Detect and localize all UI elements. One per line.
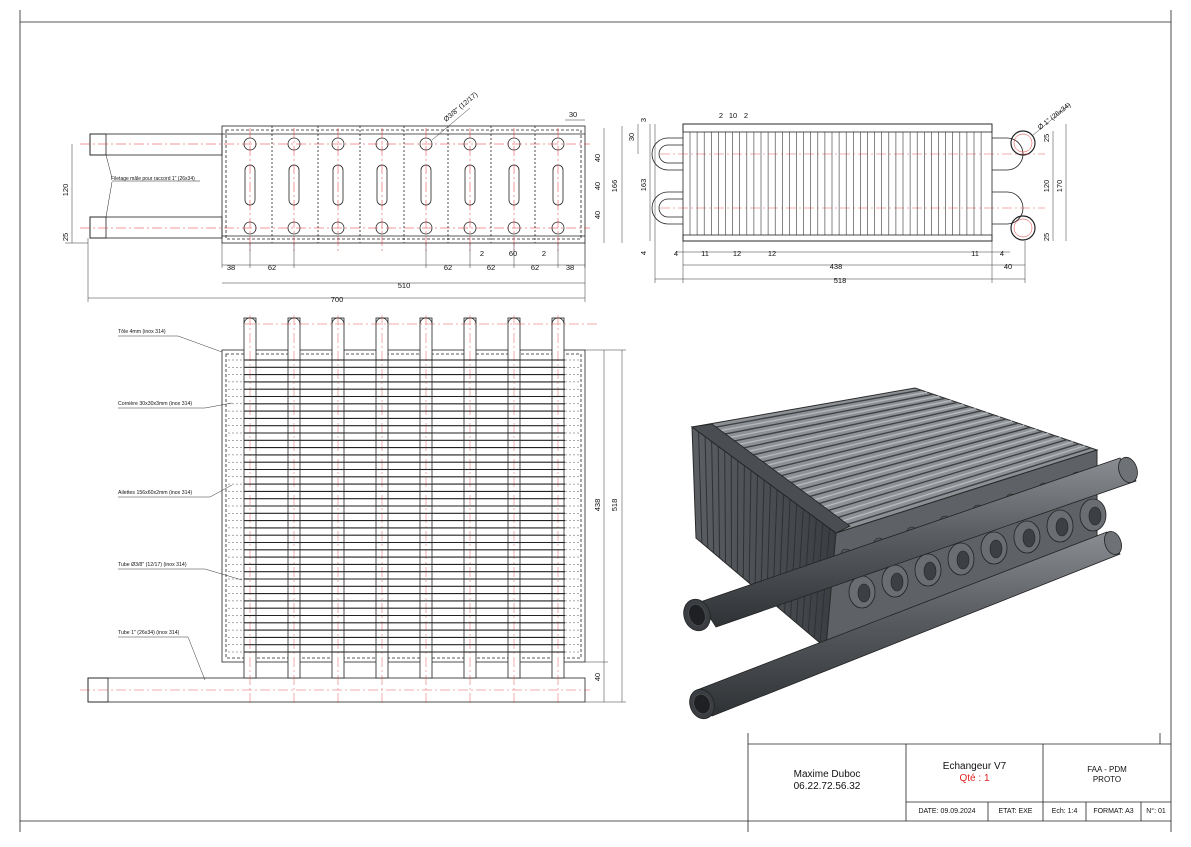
tv-frame xyxy=(222,126,585,243)
top-view-dimension-lines xyxy=(65,108,622,302)
dim-60: 60 xyxy=(509,249,517,258)
front-view-dimension-lines xyxy=(118,336,626,702)
sv-dim-438: 438 xyxy=(830,262,843,271)
sv-dim-11a: 11 xyxy=(701,249,709,258)
dim-700: 700 xyxy=(331,295,344,304)
iso-u-bend-inner xyxy=(990,540,1002,558)
organization: FAA - PDM xyxy=(1043,765,1171,775)
sv-dim-12b: 12 xyxy=(768,249,776,258)
fv-dim-518: 518 xyxy=(610,499,619,512)
fv-leader xyxy=(118,569,242,580)
iso-u-bend-inner xyxy=(1056,518,1068,536)
sv-dim-11b: 11 xyxy=(971,249,979,258)
dim-62d: 62 xyxy=(531,263,539,272)
scale-field: Ech: 1:4 xyxy=(1043,808,1086,815)
sv-dim-2b: 2 xyxy=(744,111,748,120)
fv-dim-438: 438 xyxy=(593,499,602,512)
dim-40a: 40 xyxy=(593,154,602,162)
iso-u-bend-inner xyxy=(1023,529,1035,547)
tv-upper-tube xyxy=(90,134,222,155)
iso-u-bend-inner xyxy=(957,551,969,569)
author-phone: 06.22.72.56.32 xyxy=(748,781,906,793)
iso-u-bend-inner xyxy=(891,573,903,591)
etat-field: ETAT: EXE xyxy=(988,808,1043,815)
callout-tole: Tôle 4mm (inox 314) xyxy=(118,329,166,335)
sv-big-tube-inner xyxy=(1014,219,1032,237)
top-tube-dia: Ø3/8" (12/17) xyxy=(443,91,480,123)
sv-dim-r25a: 25 xyxy=(1042,134,1051,142)
callout-tube-1: Tube 1" (26x34) (inox 314) xyxy=(118,630,180,636)
dim-40c: 40 xyxy=(593,211,602,219)
dim-2b: 2 xyxy=(542,249,546,258)
date-field: DATE: 09.09.2024 xyxy=(906,808,988,815)
dim-510: 510 xyxy=(398,281,411,290)
isometric-view xyxy=(680,388,1141,722)
side-view: 2 10 2 3 30 163 4 4 11 12 12 11 4 438 40… xyxy=(627,102,1072,285)
top-view: Filetage mâle pour raccord 1" (26x34) Ø3… xyxy=(61,91,622,304)
iso-u-bend-inner xyxy=(924,562,936,580)
sv-dim-170: 170 xyxy=(1055,180,1064,193)
callout-thread: Filetage mâle pour raccord 1" (26x34) xyxy=(111,176,195,182)
sv-dim-r25b: 25 xyxy=(1042,233,1051,241)
sv-bottom-plate xyxy=(683,235,992,241)
dim-62a: 62 xyxy=(268,263,276,272)
sv-dim-518: 518 xyxy=(834,276,847,285)
side-view-body xyxy=(652,124,1035,241)
quantity: Qté : 1 xyxy=(906,773,1043,785)
sv-big-tube xyxy=(1011,216,1035,240)
tv-leader xyxy=(106,155,112,178)
sv-dim-12a: 12 xyxy=(733,249,741,258)
title-block-title-cell: Echangeur V7 Qté : 1 xyxy=(906,761,1043,785)
tv-leader xyxy=(106,182,112,217)
fv-dim-40: 40 xyxy=(593,673,602,681)
dim-2a: 2 xyxy=(480,249,484,258)
side-view-fins xyxy=(660,132,1045,235)
sv-dim-2a: 2 xyxy=(719,111,723,120)
author-name: Maxime Duboc xyxy=(748,769,906,781)
fv-leader xyxy=(118,637,205,680)
proto-status: PROTO xyxy=(1043,775,1171,785)
sv-big-tube-inner xyxy=(1014,134,1032,152)
format-field: FORMAT: A3 xyxy=(1086,808,1141,815)
iso-u-bend-inner xyxy=(858,584,870,602)
dim-38b: 38 xyxy=(566,263,574,272)
tv-inner-frame xyxy=(226,130,581,239)
iso-u-bend-inner xyxy=(1089,507,1101,525)
callout-ailettes: Ailettes 156x60x2mm (inox 314) xyxy=(118,490,192,496)
title-block-org-cell: FAA - PDM PROTO xyxy=(1043,765,1171,785)
callout-tube-3-8: Tube Ø3/8" (12/17) (inox 314) xyxy=(118,562,187,568)
dim-40b: 40 xyxy=(593,182,602,190)
dim-30: 30 xyxy=(569,110,577,119)
sv-dim-30: 30 xyxy=(627,133,636,141)
dim-62c: 62 xyxy=(487,263,495,272)
tv-lower-tube xyxy=(90,217,222,238)
front-view-fins xyxy=(228,360,581,652)
tv-thread-upper xyxy=(90,134,106,155)
front-view-tubes xyxy=(244,315,600,705)
front-view: Tôle 4mm (inox 314) Cornière 30x30x3mm (… xyxy=(80,315,626,705)
fv-leader xyxy=(118,336,222,352)
sv-dim-4-left: 4 xyxy=(639,251,648,255)
dim-120: 120 xyxy=(61,184,70,197)
drawing-title: Echangeur V7 xyxy=(906,761,1043,773)
dim-62b: 62 xyxy=(444,263,452,272)
dim-38a: 38 xyxy=(227,263,235,272)
sv-dim-3: 3 xyxy=(639,118,648,122)
sv-dim-4a: 4 xyxy=(674,249,678,258)
sv-dim-40: 40 xyxy=(1004,262,1012,271)
sv-dim-163: 163 xyxy=(639,179,648,192)
callout-corniere: Cornière 30x30x3mm (inox 314) xyxy=(118,401,192,407)
sv-tube-dia: Ø 1" (26x34) xyxy=(1037,102,1072,132)
sv-top-plate xyxy=(683,124,992,132)
sv-dim-10: 10 xyxy=(729,111,737,120)
title-block-author-cell: Maxime Duboc 06.22.72.56.32 xyxy=(748,769,906,793)
tv-thread-lower xyxy=(90,217,106,238)
dim-166: 166 xyxy=(610,180,619,193)
number-field: N°: 01 xyxy=(1141,808,1171,815)
sv-dim-4b: 4 xyxy=(1000,249,1004,258)
sv-dim-r120: 120 xyxy=(1042,180,1051,193)
dim-25: 25 xyxy=(61,233,70,241)
